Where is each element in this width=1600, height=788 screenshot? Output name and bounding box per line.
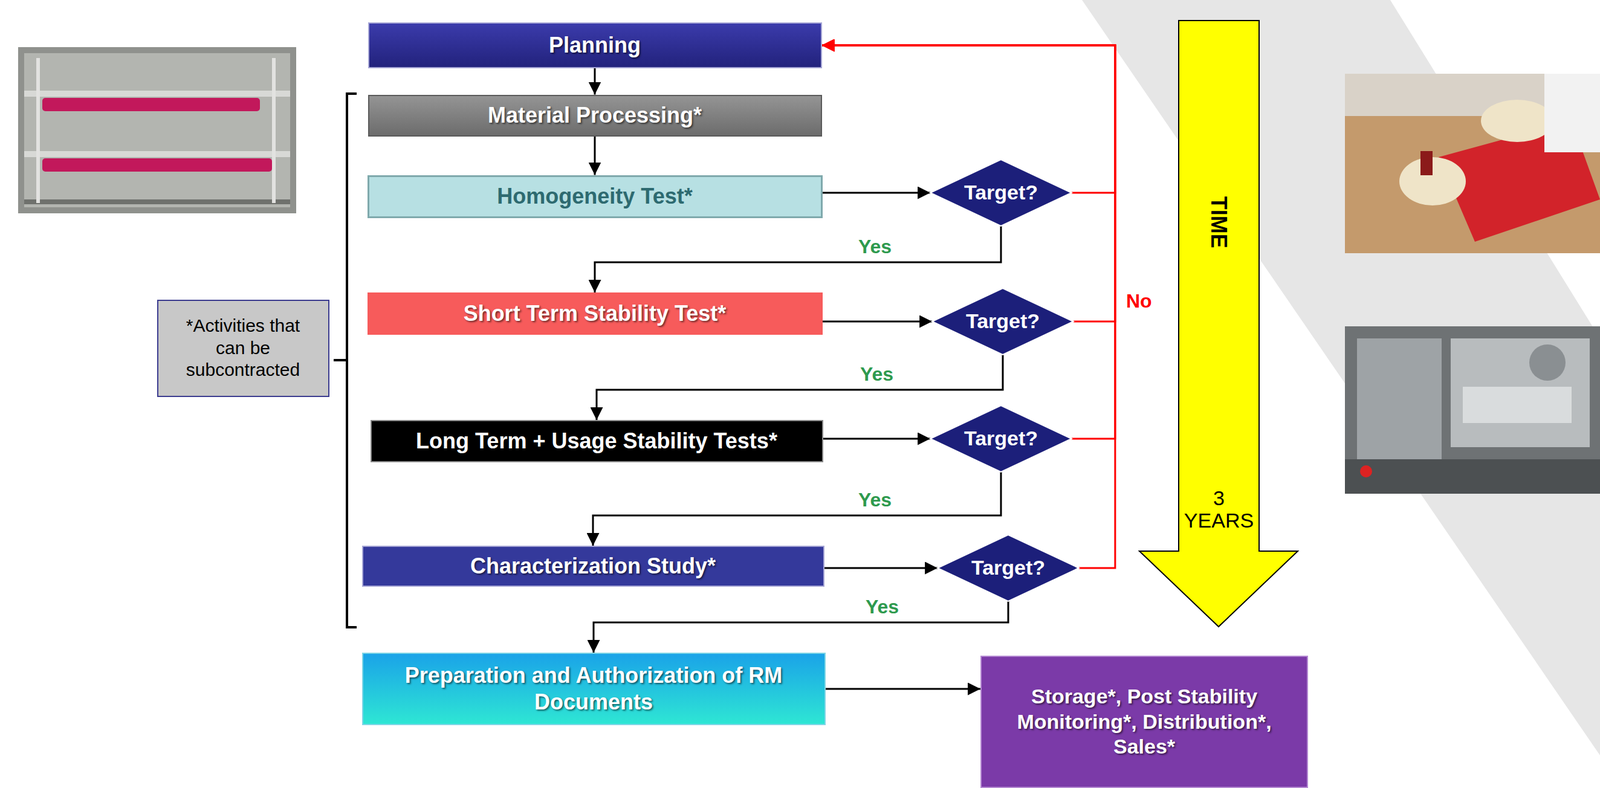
process-box: Short Term Stability Test* (367, 292, 823, 335)
output-box: Storage*, Post Stability Monitoring*, Di… (980, 655, 1309, 788)
node-text: 3 YEARS (1178, 487, 1260, 533)
node-text: Material Processing* (487, 102, 702, 129)
process-box: Planning (368, 22, 823, 69)
decision-diamond: Target? (930, 159, 1072, 227)
lab-photo (1344, 73, 1600, 254)
arrow-shape (1139, 20, 1298, 627)
node-text: Characterization Study* (470, 553, 716, 580)
bracket (333, 93, 357, 628)
machine-photo (1344, 326, 1600, 494)
node-text: Target? (964, 180, 1038, 205)
background-band (1081, 0, 1600, 756)
node-text: Target? (965, 308, 1040, 334)
flow-connector (822, 320, 933, 323)
node-text: Target? (964, 426, 1038, 451)
return-connector (822, 45, 1116, 439)
flow-connector (592, 472, 1001, 546)
flow-connector (594, 226, 1001, 293)
edge-label: Yes (857, 363, 896, 386)
flow-connector (822, 192, 931, 195)
decision-diamond: Target? (932, 288, 1074, 355)
time-arrow: TIME 3 YEARS (1139, 20, 1298, 627)
node-text: Short Term Stability Test* (463, 300, 727, 328)
process-box: Characterization Study* (362, 545, 825, 587)
flow-connector (594, 68, 596, 95)
edge-label: No (1123, 290, 1155, 313)
node-text: TIME (1206, 143, 1231, 302)
flow-connector (823, 438, 931, 441)
node-text: Homogeneity Test* (496, 183, 693, 210)
flow-connector (594, 136, 596, 176)
node-text: *Activities that can be subcontracted (170, 314, 317, 382)
edge-label: Yes (863, 595, 902, 619)
flow-connector (593, 601, 1009, 653)
note-box: *Activities that can be subcontracted (157, 299, 330, 398)
decision-diamond: Target? (930, 405, 1072, 473)
process-box: Long Term + Usage Stability Tests* (370, 420, 824, 463)
flow-connector (824, 567, 939, 570)
document-box: Preparation and Authorization of RM Docu… (362, 652, 826, 726)
rack-photo (18, 47, 297, 214)
node-text: Storage*, Post Stability Monitoring*, Di… (993, 684, 1295, 760)
process-box: Material Processing* (368, 94, 823, 137)
flow-connector (825, 688, 982, 691)
node-text: Planning (548, 32, 641, 59)
process-box: Homogeneity Test* (367, 175, 823, 219)
edge-label: Yes (855, 489, 894, 512)
node-text: Long Term + Usage Stability Tests* (415, 427, 778, 455)
node-text: Target? (971, 555, 1046, 581)
node-text: Preparation and Authorization of RM Docu… (375, 662, 813, 716)
return-connector (822, 45, 1116, 193)
flow-connector (596, 354, 1003, 421)
return-connector (822, 45, 1116, 569)
return-connector (822, 45, 1116, 322)
decision-diamond: Target? (937, 534, 1079, 602)
edge-label: Yes (855, 235, 894, 259)
